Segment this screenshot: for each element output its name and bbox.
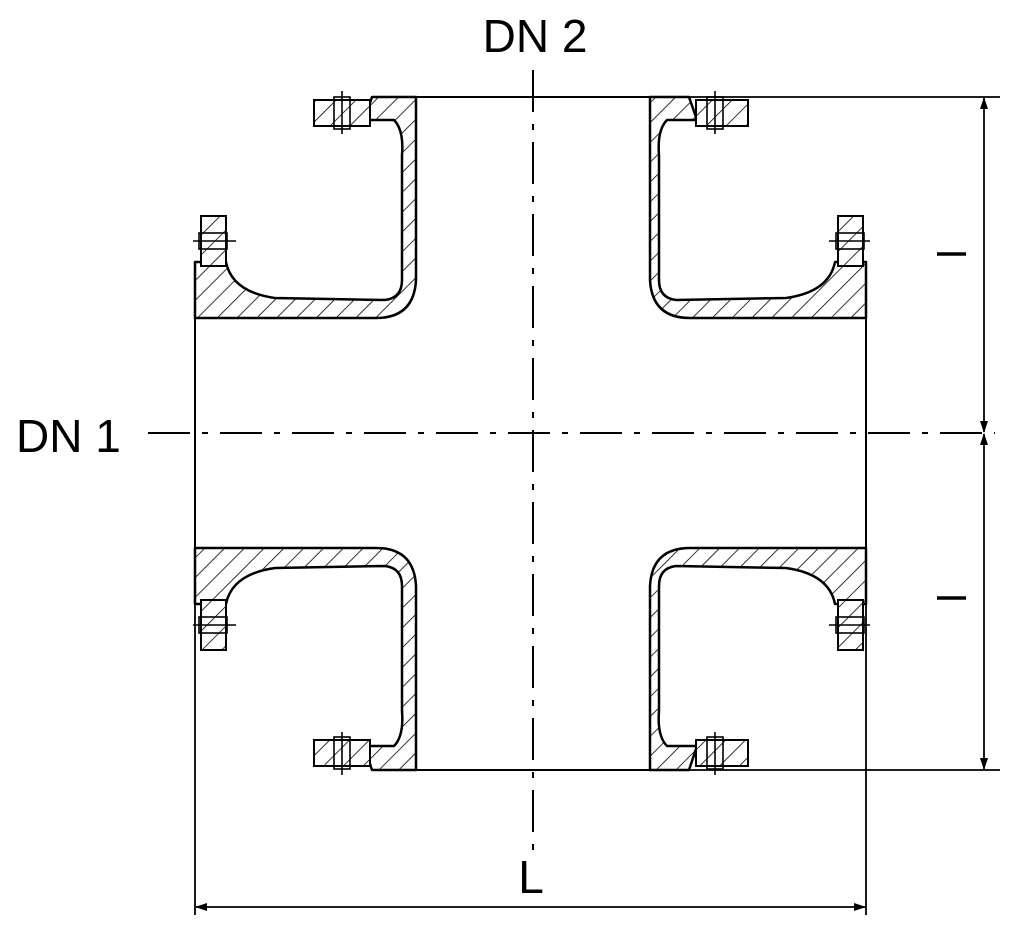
wall-top-left [193,95,418,320]
wall-top-right [648,95,868,320]
length-dimension [194,548,867,915]
label-upper-dimension: l [928,250,972,259]
wall-bottom-right [648,546,868,772]
label-dn2: DN 2 [483,10,588,62]
bolt-symbols [193,91,870,775]
vertical-dimension [416,96,1000,771]
wall-bottom-left [193,546,418,772]
label-lower-dimension: l [928,594,972,603]
flange-top-right [695,99,749,127]
label-length: L [518,851,544,903]
label-dn1: DN 1 [16,410,121,462]
flange-bottom-right [695,739,749,767]
